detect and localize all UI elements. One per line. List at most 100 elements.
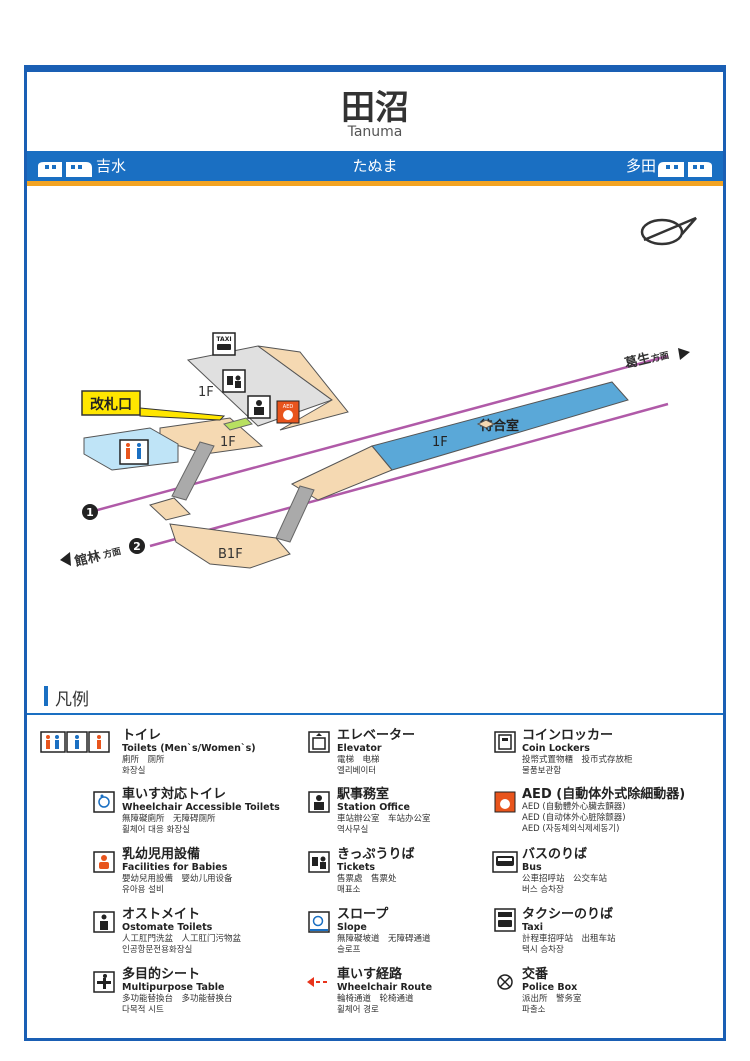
- legend-item-en: Multipurpose Table: [122, 982, 225, 993]
- legend-item-sub2: 택시 승차장: [522, 945, 564, 955]
- legend-item-sub1: 售票處 售票处: [337, 874, 397, 884]
- underpass-landing-left: [149, 497, 191, 521]
- waiting-room-marker: [476, 419, 496, 429]
- wheelchair-route-icon: [307, 977, 327, 987]
- legend-item-en: Facilities for Babies: [122, 862, 228, 873]
- legend-item-jp: トイレ: [122, 728, 162, 743]
- legend-item-sub1: 派出所 警务室: [522, 994, 582, 1004]
- stairs-left: [171, 441, 215, 501]
- legend-item-aed: AED (自動体外式除細動器) AED (自動體外心臟去顫器) AED (自动体…: [522, 787, 722, 835]
- taxi-icon-text: TAXI: [216, 336, 231, 343]
- legend-item-tickets: きっぷうりば Tickets 售票處 售票处 매표소: [337, 847, 537, 896]
- legend-item-jp: オストメイト: [122, 907, 201, 922]
- legend-item-jp: エレベーター: [337, 728, 416, 743]
- legend-item-sub2: 슬로프: [337, 945, 361, 955]
- legend-item-sub2: 역사무실: [337, 825, 369, 835]
- legend-item-sub1: 人工肛門洗盆 人工肛门污物盆: [122, 934, 242, 944]
- legend-item-sub2: 버스 승차장: [522, 885, 564, 895]
- legend-item-wheelchair-toilets: 車いす対応トイレ Wheelchair Accessible Toilets 無…: [122, 787, 322, 836]
- legend-item-sub1: 投幣式置物櫃 投币式存放柜: [522, 755, 633, 765]
- direction-kuzu: 葛生: [622, 350, 652, 372]
- legend-item-sub2: AED (자동체외식제세동기): [522, 824, 620, 834]
- legend-item-slope: スロープ Slope 無障礙坡道 无障碍通道 슬로프: [337, 907, 537, 956]
- legend-item-elevator: エレベーター Elevator 電梯 电梯 엘리베이터: [337, 728, 537, 777]
- ostomate-icon: [93, 911, 115, 933]
- legend-item-en: Coin Lockers: [522, 743, 590, 754]
- underpass-b1f: [169, 523, 291, 569]
- direction-tatebayashi-suffix: 方面: [102, 545, 122, 561]
- legend-item-jp: 多目的シート: [122, 967, 201, 982]
- slope-icon: [308, 911, 330, 933]
- legend-item-jp: 乳幼児用設備: [122, 847, 201, 862]
- legend-item-sub1: 廁所 厕所: [122, 755, 165, 765]
- stairs-right: [275, 485, 315, 543]
- legend-item-station-office: 駅事務室 Station Office 車站辦公室 车站办公室 역사무실: [337, 787, 537, 836]
- legend-item-jp: スロープ: [337, 907, 389, 922]
- legend-item-en: Bus: [522, 862, 542, 873]
- tickets-legend-icon: [308, 851, 330, 873]
- legend-item-sub2: 유아용 설비: [122, 885, 164, 895]
- legend-item-en: Station Office: [337, 802, 410, 813]
- legend-item-sub2: 화장실: [122, 766, 146, 776]
- prev-station: 吉水: [96, 157, 127, 175]
- arrow-kuzu-icon: [678, 348, 690, 360]
- legend-item-sub1: 輪椅通道 轮椅通道: [337, 994, 414, 1004]
- compass-icon: [640, 216, 697, 246]
- floor-label-1f-platform: 1F: [432, 435, 448, 450]
- aed-legend-icon: [494, 791, 516, 813]
- station-romaji: Tanuma: [347, 124, 403, 140]
- legend-item-en: Police Box: [522, 982, 578, 993]
- aed-icon-text: AED: [283, 404, 294, 410]
- legend-item-jp: 車いす経路: [337, 967, 403, 982]
- legend-item-sub1: 車站辦公室 车站办公室: [337, 814, 431, 824]
- train-right-icon: [658, 162, 712, 177]
- police-box-icon: [497, 974, 513, 990]
- station-bar-accent: [27, 181, 723, 186]
- map-frame: [24, 65, 726, 1041]
- next-station: 多田: [626, 157, 657, 175]
- direction-kuzu-suffix: 方面: [650, 349, 670, 365]
- legend-item-sub2: 매표소: [337, 885, 361, 895]
- track-badge-1: [82, 504, 98, 520]
- legend-item-jp: 駅事務室: [337, 787, 390, 802]
- legend-item-en: Elevator: [337, 743, 382, 754]
- legend-item-sub2: 다목적 시트: [122, 1005, 164, 1015]
- legend-item-jp: 車いす対応トイレ: [122, 787, 227, 802]
- legend-item-sub1: 無障礙坡道 无障碍通道: [337, 934, 431, 944]
- station-office-legend-icon: [308, 791, 330, 813]
- ticket-gate: [223, 417, 253, 431]
- baby-facilities-icon: [93, 851, 115, 873]
- wheelchair-toilet-icon: [93, 791, 115, 813]
- direction-tatebayashi: 館林: [73, 548, 102, 570]
- legend-item-sub2: 휠체어 경로: [337, 1005, 379, 1015]
- legend-item-en: Ostomate Toilets: [122, 922, 213, 933]
- concourse-tan: [257, 345, 349, 431]
- legend-item-sub1: 公車招呼站 公交车站: [522, 874, 608, 884]
- track-number-2: 2: [133, 540, 141, 553]
- gate-label-box: [81, 390, 141, 416]
- legend-item-jp: AED (自動体外式除細動器): [522, 787, 686, 802]
- legend-item-sub1: 嬰幼兒用設備 婴幼儿用设备: [122, 874, 233, 884]
- tickets-icon: [222, 369, 246, 393]
- legend-item-en: Wheelchair Route: [337, 982, 433, 993]
- legend-item-en: Wheelchair Accessible Toilets: [122, 802, 280, 813]
- legend-item-sub1: 多功能替換台 多功能替换台: [122, 994, 233, 1004]
- legend-item-police-box: 交番 Police Box 派出所 警务室 파출소: [522, 967, 722, 1016]
- arrow-tatebayashi-icon: [60, 552, 71, 566]
- coin-locker-icon: [494, 731, 516, 753]
- legend-item-sub1: 無障礙廁所 无障碍厕所: [122, 814, 216, 824]
- legend-item-ostomate: オストメイト Ostomate Toilets 人工肛門洗盆 人工肛门污物盆 인…: [122, 907, 322, 956]
- legend-item-jp: タクシーのりば: [522, 907, 614, 922]
- legend-item-en: AED (自動體外心臟去顫器): [522, 802, 626, 812]
- floor-label-1f-a: 1F: [198, 385, 214, 400]
- legend-item-sub2: 인공항문전용화장실: [122, 945, 193, 955]
- legend-title: 凡例: [55, 690, 89, 710]
- track-line-2: [149, 402, 669, 548]
- legend-item-sub1: 計程車招呼站 出租车站: [522, 934, 616, 944]
- legend-divider: [27, 713, 723, 715]
- legend-item-sub1: 電梯 电梯: [337, 755, 380, 765]
- legend-item-jp: きっぷうりば: [337, 847, 415, 862]
- legend-item-sub1: AED (自动体外心脏除颤器): [522, 813, 626, 823]
- legend-item-en: Taxi: [522, 922, 544, 933]
